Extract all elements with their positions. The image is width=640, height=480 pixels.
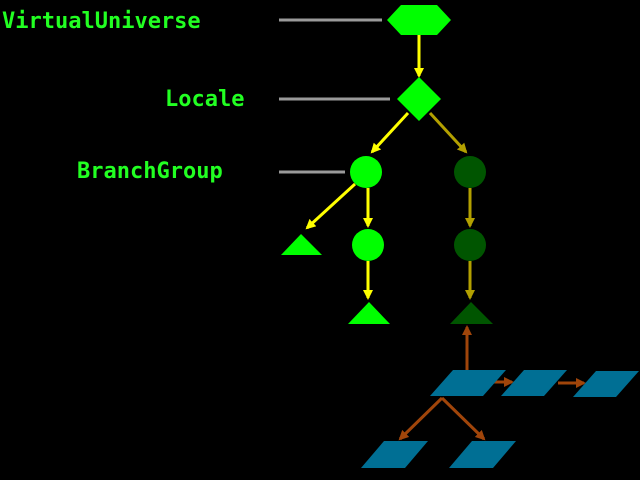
dark-leaf-triangle — [450, 302, 493, 324]
leaf-bottom-triangle — [348, 302, 390, 324]
dark-group-node-circle — [454, 229, 486, 261]
virtual-universe-hexagon — [387, 5, 451, 35]
arrow-component-to-component-bottom-right — [440, 396, 486, 441]
arrow-locale-to-branchgroup — [370, 111, 410, 154]
arrow-branchgroup-to-leaf-left — [305, 182, 357, 230]
branch-group-circle — [350, 156, 382, 188]
component-parallelogram-main — [430, 370, 506, 396]
group-node-circle — [352, 229, 384, 261]
locale-diamond — [397, 77, 441, 121]
arrow-component-to-component-bottom-left — [398, 396, 444, 441]
component-parallelogram-mid — [501, 370, 567, 396]
component-parallelogram-bottom-right — [449, 441, 516, 468]
branch-group-label: BranchGroup — [77, 159, 223, 184]
component-parallelogram-right — [573, 371, 639, 397]
dark-branch-group-circle — [454, 156, 486, 188]
component-parallelogram-bottom-left — [361, 441, 428, 468]
locale-label: Locale — [165, 87, 244, 112]
leaf-left-triangle — [281, 234, 322, 255]
virtual-universe-label: VirtualUniverse — [2, 9, 201, 34]
arrow-locale-to-dark-group — [428, 111, 468, 154]
